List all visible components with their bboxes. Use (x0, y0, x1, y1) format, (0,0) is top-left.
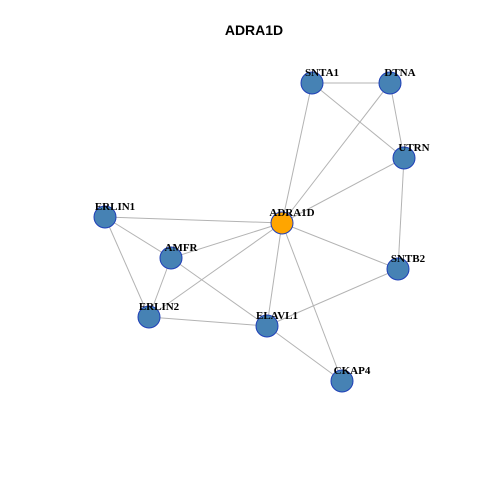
edge-adra1d-ckap4 (281, 222, 343, 382)
edge-erlin2-elavl1 (148, 316, 268, 327)
node-label-elavl1: ELAVL1 (256, 310, 298, 322)
node-label-erlin2: ERLIN2 (139, 301, 180, 313)
node-label-snta1: SNTA1 (305, 67, 339, 79)
edge-dtna-utrn (389, 82, 405, 159)
edge-elavl1-sntb2 (266, 268, 399, 327)
edges-layer (104, 82, 405, 382)
node-adra1d (270, 211, 294, 235)
node-erlin2 (137, 305, 161, 329)
nodes-layer (93, 71, 416, 393)
node-label-amfr: AMFR (165, 242, 199, 254)
node-snta1 (300, 71, 324, 95)
node-label-utrn: UTRN (398, 142, 429, 154)
node-amfr (159, 246, 183, 270)
node-ckap4 (330, 369, 354, 393)
node-label-ckap4: CKAP4 (334, 365, 371, 377)
node-label-adra1d: ADRA1D (269, 207, 314, 219)
node-sntb2 (386, 257, 410, 281)
edge-utrn-adra1d (281, 157, 405, 224)
edge-snta1-adra1d (281, 82, 313, 224)
edge-dtna-adra1d (281, 82, 391, 224)
node-label-sntb2: SNTB2 (391, 253, 426, 265)
edge-erlin1-erlin2 (104, 216, 150, 318)
node-utrn (392, 146, 416, 170)
node-label-erlin1: ERLIN1 (95, 201, 135, 213)
node-label-dtna: DTNA (384, 67, 415, 79)
edge-amfr-elavl1 (170, 257, 268, 327)
edge-elavl1-ckap4 (266, 325, 343, 382)
edge-amfr-adra1d (170, 222, 283, 259)
edge-snta1-utrn (311, 82, 405, 159)
node-dtna (378, 71, 402, 95)
node-erlin1 (93, 205, 117, 229)
node-elavl1 (255, 314, 279, 338)
edge-adra1d-erlin2 (148, 222, 283, 318)
graph-title: ADRA1D (225, 22, 283, 38)
edge-erlin1-adra1d (104, 216, 283, 224)
edge-erlin1-amfr (104, 216, 172, 259)
edge-adra1d-elavl1 (266, 222, 283, 327)
edge-utrn-sntb2 (397, 157, 405, 270)
edge-adra1d-sntb2 (281, 222, 399, 270)
